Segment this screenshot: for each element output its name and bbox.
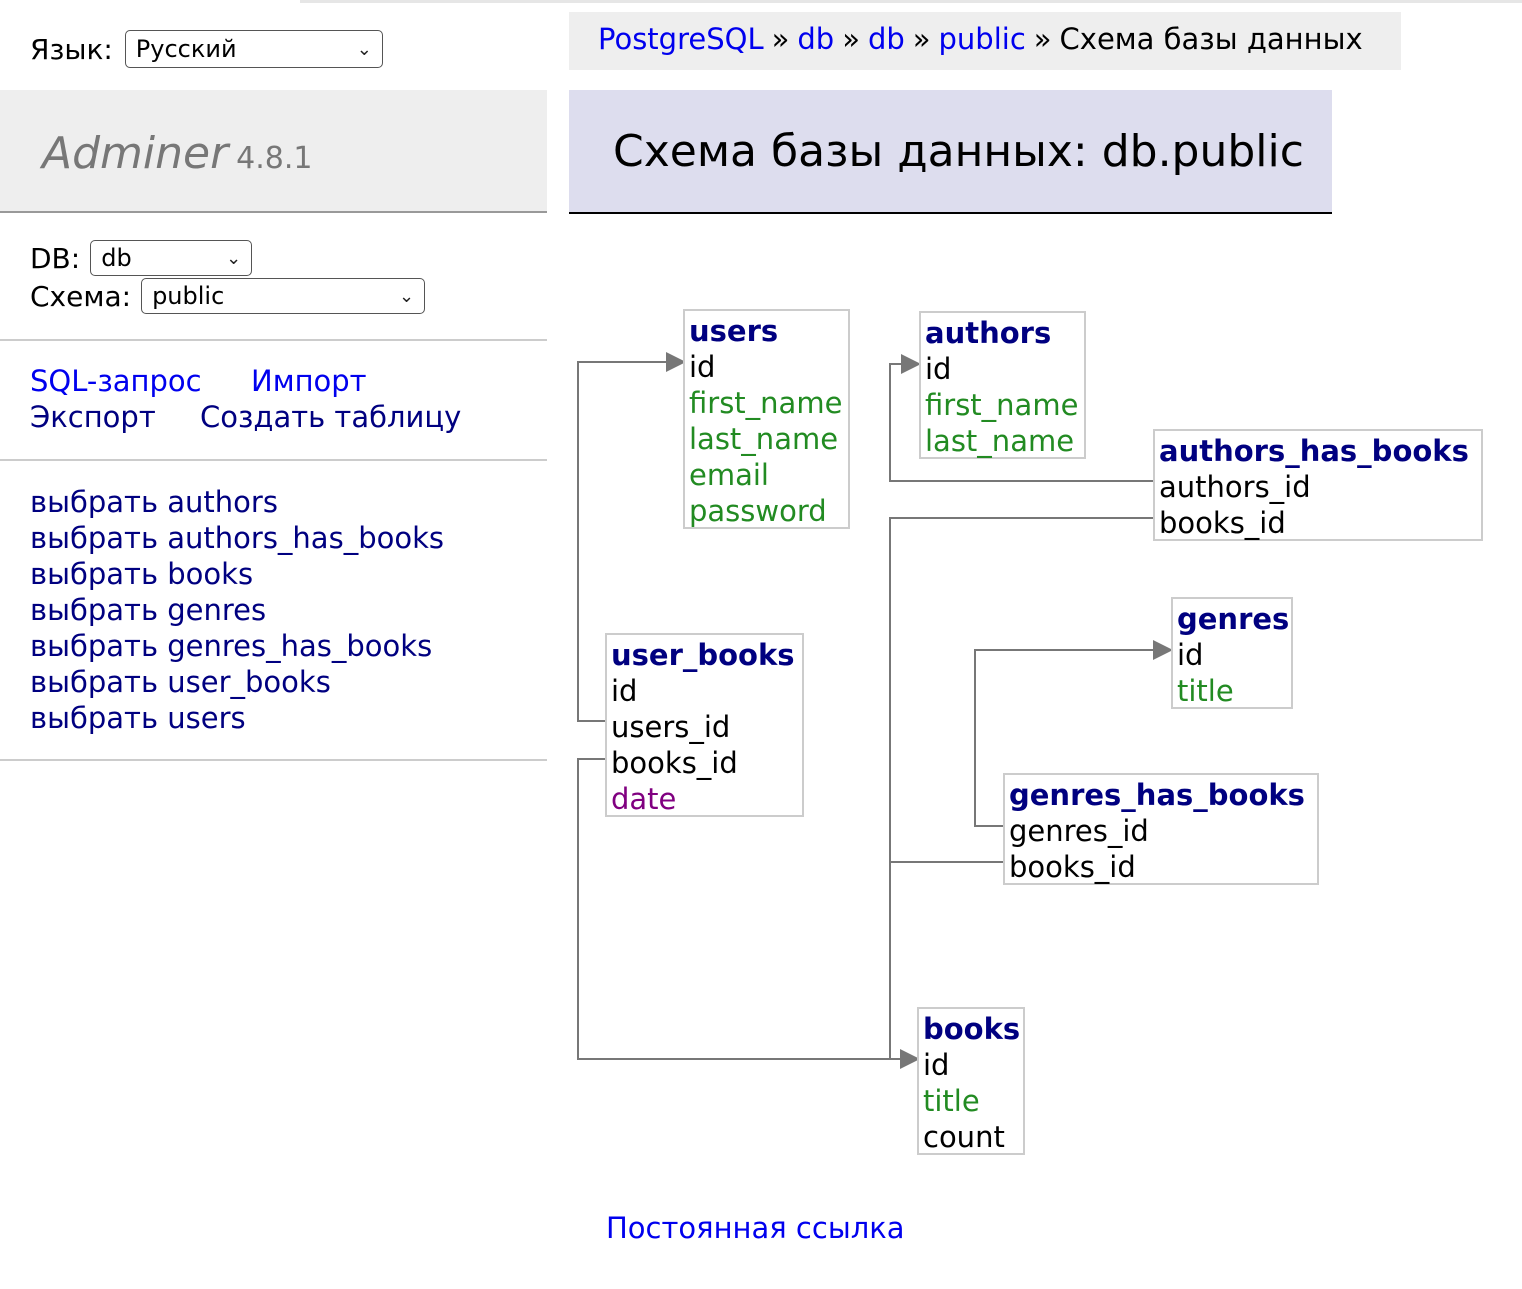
language-row: Язык: Русский ⌄	[30, 30, 383, 68]
select-user-books-link[interactable]: выбрать user_books	[30, 665, 331, 699]
select-authors-link[interactable]: выбрать authors	[30, 485, 278, 519]
table-list: выбрать authors выбрать authors_has_book…	[30, 484, 444, 736]
chevron-down-icon: ⌄	[226, 247, 242, 269]
breadcrumb-current: Схема базы данных	[1059, 22, 1363, 56]
schema-label: Схема:	[30, 279, 132, 313]
column-books-id: books_id	[1159, 506, 1286, 540]
schema-table-users[interactable]: users id first_name last_name email pass…	[683, 309, 850, 529]
breadcrumb: PostgreSQL»db»db»public»Схема базы данны…	[569, 12, 1401, 70]
column-id: id	[689, 350, 716, 384]
breadcrumb-db[interactable]: db	[867, 22, 905, 56]
table-name-authors-has-books[interactable]: authors_has_books	[1159, 434, 1469, 468]
relation-ghb-genres	[974, 640, 1173, 827]
column-first-name: first_name	[689, 386, 843, 420]
column-first-name: first_name	[925, 388, 1079, 422]
table-name-books[interactable]: books	[923, 1012, 1021, 1046]
schema-table-authors-has-books[interactable]: authors_has_books authors_id books_id	[1153, 429, 1483, 541]
schema-table-genres[interactable]: genres id title	[1171, 597, 1293, 709]
column-id: id	[611, 674, 638, 708]
column-books-id: books_id	[1009, 850, 1136, 884]
column-last-name: last_name	[925, 424, 1075, 458]
export-link[interactable]: Экспорт	[30, 400, 156, 434]
column-password: password	[689, 494, 827, 528]
column-id: id	[925, 352, 952, 386]
column-id: id	[923, 1048, 950, 1082]
schema-table-genres-has-books[interactable]: genres_has_books genres_id books_id	[1003, 773, 1319, 885]
chevron-down-icon: ⌄	[398, 285, 415, 307]
db-select[interactable]: db ⌄	[90, 240, 253, 276]
column-title: title	[1177, 674, 1234, 708]
select-genres-link[interactable]: выбрать genres	[30, 593, 267, 627]
breadcrumb-separator: »	[842, 22, 860, 56]
schema-table-user-books[interactable]: user_books id users_id books_id date	[605, 633, 804, 817]
select-genres-has-books-link[interactable]: выбрать genres_has_books	[30, 629, 433, 663]
schema-select[interactable]: public ⌄	[141, 278, 426, 314]
language-label: Язык:	[30, 32, 113, 66]
divider	[0, 459, 547, 461]
divider	[0, 339, 547, 341]
db-select-value: db	[101, 244, 132, 272]
column-genres-id: genres_id	[1009, 814, 1149, 848]
language-select-value: Русский	[135, 35, 237, 63]
column-authors-id: authors_id	[1159, 470, 1311, 504]
schema-table-authors[interactable]: authors id first_name last_name	[919, 311, 1086, 459]
table-name-authors[interactable]: authors	[925, 316, 1052, 350]
schema-select-value: public	[152, 282, 225, 310]
table-name-genres-has-books[interactable]: genres_has_books	[1009, 778, 1305, 812]
relation-user-books-books	[577, 758, 920, 1069]
column-books-id: books_id	[611, 746, 738, 780]
column-id: id	[1177, 638, 1204, 672]
table-name-genres[interactable]: genres	[1177, 602, 1290, 636]
create-table-link[interactable]: Создать таблицу	[200, 400, 462, 434]
column-email: email	[689, 458, 769, 492]
app-name: Adminer	[42, 128, 229, 179]
app-version: 4.8.1	[236, 141, 313, 176]
table-name-user-books[interactable]: user_books	[611, 638, 795, 672]
select-users-link[interactable]: выбрать users	[30, 701, 246, 735]
breadcrumb-server[interactable]: db	[797, 22, 835, 56]
db-label: DB:	[30, 241, 81, 275]
column-users-id: users_id	[611, 710, 731, 744]
divider	[0, 759, 547, 761]
page-title: Схема базы данных: db.public	[613, 126, 1304, 177]
breadcrumb-separator: »	[771, 22, 790, 56]
relation-user-books-users	[577, 352, 686, 722]
table-name-users[interactable]: users	[689, 314, 779, 348]
import-link[interactable]: Импорт	[251, 364, 367, 398]
chevron-down-icon: ⌄	[356, 38, 372, 60]
relation-ahb-authors	[889, 354, 1154, 482]
page-heading: Схема базы данных: db.public	[569, 90, 1332, 214]
select-authors-has-books-link[interactable]: выбрать authors_has_books	[30, 521, 444, 555]
select-books-link[interactable]: выбрать books	[30, 557, 254, 591]
column-last-name: last_name	[689, 422, 839, 456]
breadcrumb-driver[interactable]: PostgreSQL	[598, 22, 764, 56]
column-count: count	[923, 1120, 1005, 1154]
sql-query-link[interactable]: SQL-запрос	[30, 364, 202, 398]
top-divider	[300, 0, 1522, 3]
permalink-link[interactable]: Постоянная ссылка	[606, 1211, 905, 1245]
language-select[interactable]: Русский ⌄	[124, 30, 383, 68]
column-title: title	[923, 1084, 980, 1118]
breadcrumb-separator: »	[912, 22, 931, 56]
relation-ahb-books	[889, 517, 1154, 1059]
db-row: DB: db ⌄	[30, 240, 253, 276]
schema-table-books[interactable]: books id title count	[917, 1007, 1025, 1155]
schema-row: Схема: public ⌄	[30, 278, 426, 314]
breadcrumb-separator: »	[1033, 22, 1052, 56]
breadcrumb-schema[interactable]: public	[938, 22, 1026, 56]
column-date: date	[611, 782, 677, 816]
